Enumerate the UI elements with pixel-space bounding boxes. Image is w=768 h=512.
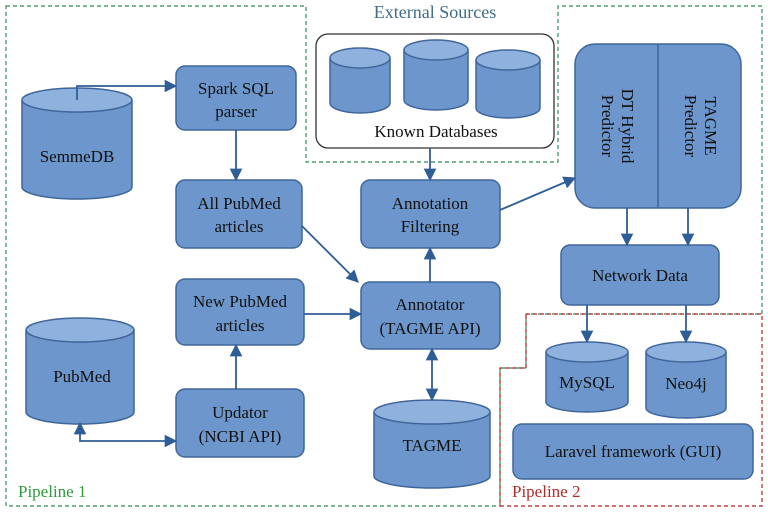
annotator-label-2: (TAGME API) <box>379 319 480 338</box>
pipeline1-label: Pipeline 1 <box>18 482 86 501</box>
pipeline2-border <box>499 313 763 507</box>
annotator-box <box>360 281 501 350</box>
annotation-filtering-label-1: Annotation <box>392 194 469 213</box>
arrow-filtering-to-predictor <box>499 176 577 211</box>
new-pubmed-label-2: articles <box>215 316 264 335</box>
known-databases-label: Known Databases <box>374 122 497 141</box>
pipeline2-label: Pipeline 2 <box>512 482 580 501</box>
arrow-pubmed-updator <box>73 421 178 448</box>
new-pubmed-articles-box <box>175 278 305 346</box>
updator-box <box>175 388 305 458</box>
laravel-label: Laravel framework (GUI) <box>545 442 722 461</box>
updator-label-1: Updator <box>212 403 268 422</box>
annotator-label-1: Annotator <box>396 295 465 314</box>
mysql-cylinder <box>545 341 629 413</box>
arrow-allpubmed-to-annotator <box>301 225 359 283</box>
external-sources-title: External Sources <box>374 2 496 22</box>
dt-hybrid-label-2: Predictor <box>598 95 617 158</box>
semmedb-cylinder <box>21 87 133 200</box>
neo4j-cylinder <box>645 341 727 419</box>
tagme-label: TAGME <box>402 436 461 455</box>
pubmed-label: PubMed <box>53 367 111 386</box>
new-pubmed-label-1: New PubMed <box>193 292 287 311</box>
mysql-label: MySQL <box>559 373 615 392</box>
annotation-filtering-box <box>360 179 501 249</box>
dt-hybrid-label-1: DT Hybrid <box>618 89 637 164</box>
all-pubmed-label-1: All PubMed <box>197 194 281 213</box>
tagme-predictor-label: TAGME Predictor <box>681 95 720 158</box>
all-pubmed-label-2: articles <box>214 217 263 236</box>
semmedb-label: SemmeDB <box>40 147 115 166</box>
known-db-cylinder-1 <box>329 47 391 114</box>
arrow-semmedb-to-spark <box>76 79 178 100</box>
updator-label-2: (NCBI API) <box>199 427 282 446</box>
spark-label-1: Spark SQL <box>198 79 274 98</box>
annotation-filtering-label-2: Filtering <box>401 217 460 236</box>
tagme-predictor-label-2: Predictor <box>681 95 700 158</box>
tagme-predictor-label-1: TAGME <box>701 96 720 155</box>
neo4j-label: Neo4j <box>665 374 707 393</box>
known-db-cylinder-3 <box>475 49 541 119</box>
pubmed-cylinder <box>25 317 135 425</box>
all-pubmed-articles-box <box>175 179 303 249</box>
dt-hybrid-predictor-label: DT Hybrid Predictor <box>598 89 637 164</box>
network-data-box <box>560 244 720 306</box>
tagme-cylinder <box>373 399 491 489</box>
laravel-box <box>512 423 754 480</box>
network-data-label: Network Data <box>592 266 688 285</box>
known-db-cylinder-2 <box>403 39 469 111</box>
spark-label-2: parser <box>215 102 257 121</box>
